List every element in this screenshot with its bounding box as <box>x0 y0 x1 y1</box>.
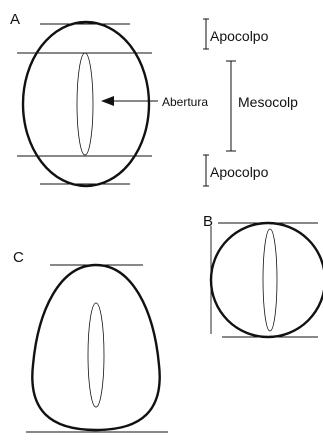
panel-a-label: A <box>10 11 20 28</box>
abertura-label: Abertura <box>162 95 208 109</box>
panel-a-grain-outline <box>23 22 149 186</box>
panel-a: A Apocolpo Mesocolp Abertura <box>10 11 298 186</box>
panel-b-grain-outline <box>211 223 323 337</box>
apocolpo-top-label: Apocolpo <box>210 28 269 44</box>
panel-c-aperture <box>88 303 104 407</box>
panel-c-grain-outline <box>32 265 159 430</box>
panel-b-aperture <box>263 229 277 331</box>
apocolpo-bottom-label: Apocolpo <box>210 164 269 180</box>
panel-b: B <box>203 213 323 337</box>
mesocolp-label: Mesocolp <box>238 94 298 110</box>
mesocolp-bracket <box>226 61 236 151</box>
panel-c-label: C <box>13 249 24 266</box>
panel-b-label: B <box>203 213 213 230</box>
panel-c: C <box>13 249 168 432</box>
panel-a-aperture <box>77 53 93 155</box>
apocolpo-bottom-bracket <box>203 155 209 186</box>
abertura-arrow-head <box>101 96 114 106</box>
apocolpo-top-bracket <box>203 19 209 49</box>
